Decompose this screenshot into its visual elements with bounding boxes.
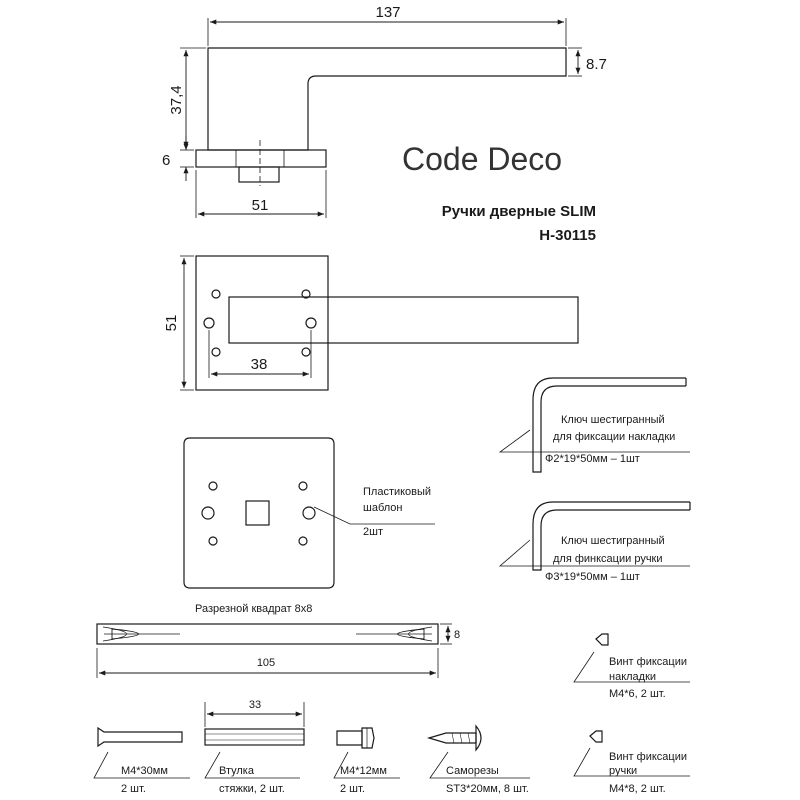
bolt-30-drawing bbox=[93, 726, 190, 779]
template-label-2: шаблон bbox=[363, 502, 402, 514]
bolt-12-drawing bbox=[333, 727, 400, 779]
dim-grip-thickness: 8.7 bbox=[586, 56, 607, 73]
hex-key-handle-label-3: Ф3*19*50мм – 1шт bbox=[545, 571, 640, 583]
product-name: Ручки дверные SLIM bbox=[442, 203, 596, 220]
sleeve-label-2: стяжки, 2 шт. bbox=[219, 783, 285, 795]
dim-sleeve-length: 33 bbox=[249, 699, 261, 711]
dim-plate-height: 51 bbox=[163, 315, 180, 332]
dim-handle-length: 137 bbox=[375, 4, 400, 21]
sleeve-label-1: Втулка bbox=[219, 765, 255, 777]
split-square-drawing bbox=[96, 623, 452, 678]
handle-side-view bbox=[180, 18, 582, 218]
hex-key-rose-label-2: для фиксации накладки bbox=[553, 431, 675, 443]
screw-handle-label-1: Винт фиксации bbox=[609, 751, 687, 763]
hex-key-rose-drawing bbox=[498, 377, 690, 473]
dimension-lines-square bbox=[99, 626, 451, 676]
screw-rose-drawing bbox=[573, 633, 690, 683]
hex-key-handle-drawing bbox=[498, 501, 691, 571]
dim-square-length: 105 bbox=[257, 657, 275, 669]
screw-rose-label-2: накладки bbox=[609, 671, 656, 683]
dimension-lines-front bbox=[181, 258, 309, 388]
sleeve-drawing bbox=[204, 702, 305, 779]
hex-key-handle-label-1: Ключ шестигранный bbox=[561, 535, 665, 547]
dim-handle-height: 37,4 bbox=[168, 85, 185, 114]
dim-rose-thickness: 6 bbox=[162, 152, 170, 169]
dimension-lines-side bbox=[183, 19, 581, 217]
plastic-template-drawing bbox=[183, 437, 435, 589]
product-code: H-30115 bbox=[539, 227, 596, 244]
screw-rose-label-3: M4*6, 2 шт. bbox=[609, 688, 666, 700]
screw-handle-label-3: M4*8, 2 шт. bbox=[609, 783, 666, 795]
dim-hole-spacing: 38 bbox=[251, 356, 268, 373]
bolt-30-label-2: 2 шт. bbox=[121, 783, 146, 795]
hex-key-rose-label-3: Ф2*19*50мм – 1шт bbox=[545, 453, 640, 465]
self-tapping-label-1: Саморезы bbox=[446, 765, 499, 777]
brand-logo: Code Deco bbox=[402, 141, 562, 177]
hex-key-handle-label-2: для финксации ручки bbox=[553, 553, 663, 565]
template-label-3: 2шт bbox=[363, 526, 383, 538]
bolt-30-label-1: M4*30мм bbox=[121, 765, 168, 777]
handle-front-view bbox=[180, 255, 579, 391]
dim-rose-width: 51 bbox=[252, 197, 269, 214]
screw-rose-label-1: Винт фиксации bbox=[609, 656, 687, 668]
screw-handle-label-2: ручки bbox=[609, 765, 637, 777]
bolt-12-label-1: M4*12мм bbox=[340, 765, 387, 777]
template-label-1: Пластиковый bbox=[363, 486, 431, 498]
hex-key-rose-label-1: Ключ шестигранный bbox=[561, 414, 665, 426]
screw-handle-drawing bbox=[573, 730, 690, 777]
dim-square-size: 8 bbox=[454, 629, 460, 641]
bolt-12-label-2: 2 шт. bbox=[340, 783, 365, 795]
self-tapping-screw-drawing bbox=[426, 724, 530, 779]
split-square-title: Разрезной квадрат 8х8 bbox=[195, 603, 312, 615]
self-tapping-label-2: ST3*20мм, 8 шт. bbox=[446, 783, 529, 795]
